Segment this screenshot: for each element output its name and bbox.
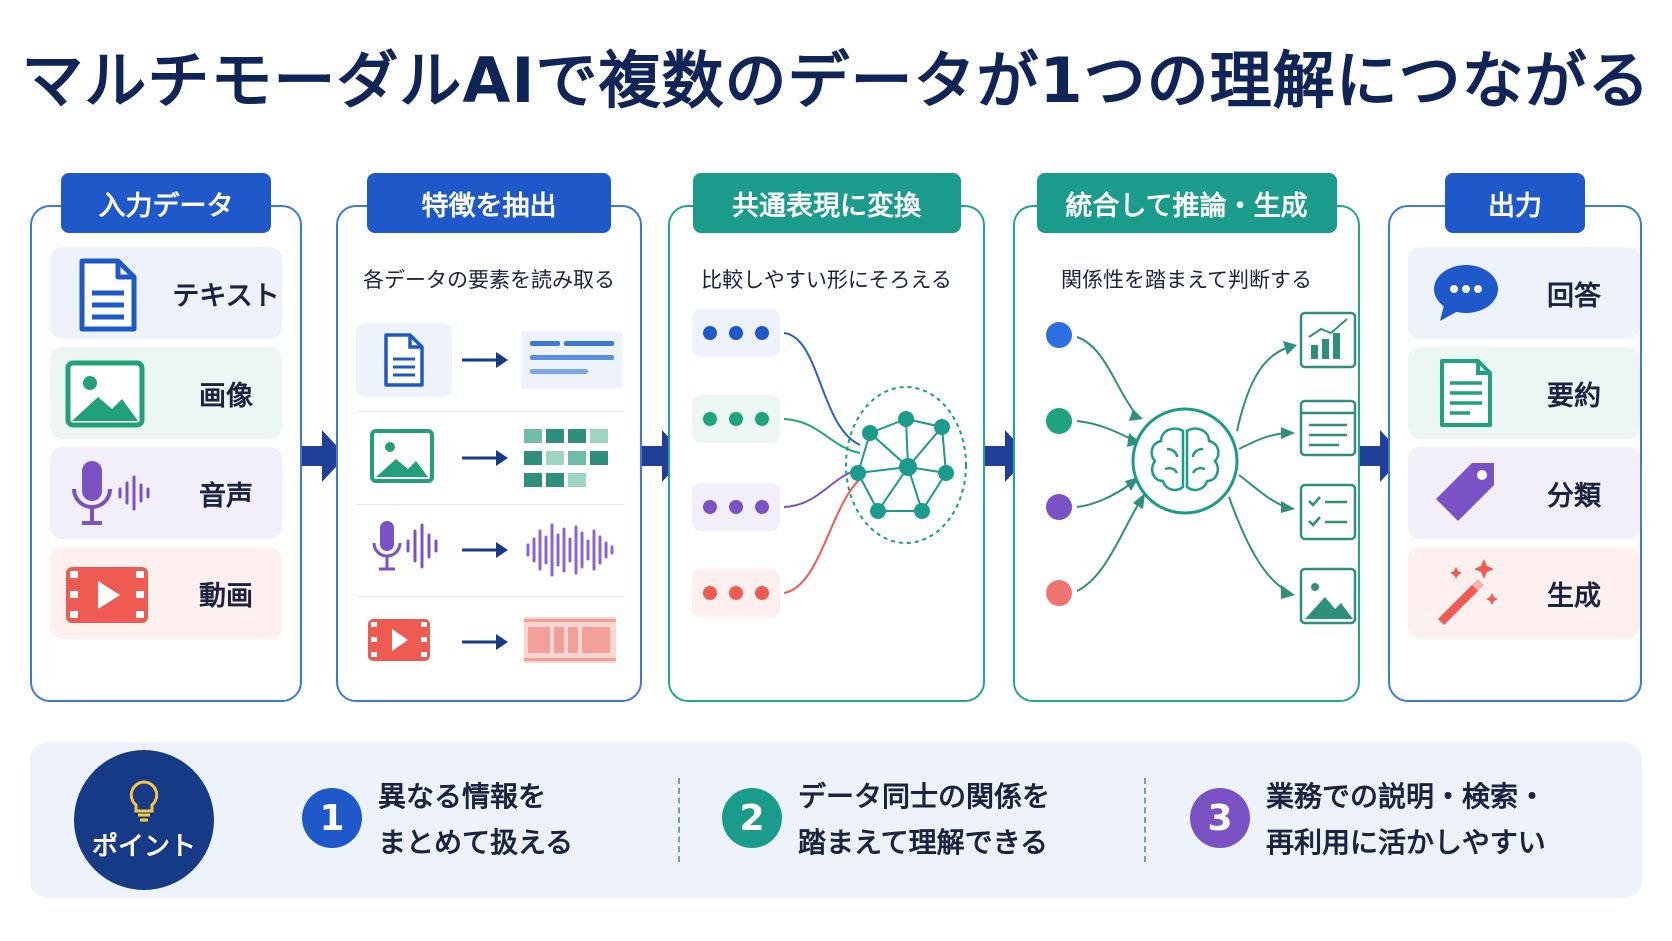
image-icon bbox=[65, 360, 145, 428]
output-card-generate: 生成 bbox=[1408, 547, 1640, 639]
video-icon bbox=[368, 619, 430, 661]
input-label-image: 画像 bbox=[199, 380, 253, 412]
point-number-3: 3 bbox=[1190, 788, 1250, 848]
points-badge-label: ポイント bbox=[91, 831, 196, 862]
input-label-audio: 音声 bbox=[199, 480, 253, 512]
input-card-image: 画像 bbox=[50, 347, 282, 439]
arrow-right-icon bbox=[462, 352, 508, 368]
point-line: データ同士の関係を bbox=[798, 780, 1051, 813]
point-line: まとめて扱える bbox=[378, 826, 574, 859]
extract-subtitle: 各データの要素を読み取る bbox=[363, 268, 615, 292]
output-card-answer: 回答 bbox=[1408, 247, 1640, 339]
point-number-1: 1 bbox=[302, 788, 362, 848]
point-line: 業務での説明・検索・ bbox=[1266, 780, 1547, 813]
extract-features-tab: 特徴を抽出 bbox=[367, 173, 611, 233]
input-card-video: 動画 bbox=[50, 547, 282, 639]
output-card-summary: 要約 bbox=[1408, 347, 1640, 439]
arrow-right-icon bbox=[462, 634, 508, 650]
integrate-reason-panel: 統合して推論・生成 関係性を踏まえて判断する bbox=[1013, 173, 1360, 702]
output-label-classify: 分類 bbox=[1547, 480, 1601, 512]
lightbulb-icon bbox=[129, 779, 159, 821]
output-label-generate: 生成 bbox=[1547, 580, 1601, 612]
common-representation-panel: 共通表現に変換 比較しやすい形にそろえる bbox=[668, 173, 985, 702]
microphone-icon bbox=[372, 521, 438, 571]
input-card-audio: 音声 bbox=[50, 447, 282, 539]
text-output-icon bbox=[1299, 399, 1357, 457]
point-number-2: 2 bbox=[722, 788, 782, 848]
microphone-icon bbox=[72, 461, 150, 525]
extract-row-video bbox=[356, 599, 624, 685]
text-features-icon bbox=[522, 331, 622, 389]
document-icon bbox=[79, 258, 137, 332]
point-text-1: 異なる情報を まとめて扱える bbox=[378, 774, 573, 866]
point-text-2: データ同士の関係を 踏まえて理解できる bbox=[798, 774, 1050, 866]
brain-icon bbox=[1150, 427, 1220, 492]
video-icon bbox=[66, 567, 148, 623]
output-label-summary: 要約 bbox=[1547, 380, 1601, 412]
extract-features-panel: 特徴を抽出 各データの要素を読み取る bbox=[336, 173, 642, 702]
chat-bubble-icon bbox=[1434, 265, 1498, 321]
output-card-classify: 分類 bbox=[1408, 447, 1640, 539]
reasoning-flow-diagram bbox=[1046, 311, 1357, 625]
points-badge: ポイント bbox=[74, 750, 214, 890]
input-label-video: 動画 bbox=[199, 580, 253, 612]
summary-document-icon bbox=[1440, 359, 1492, 427]
reason-subtitle: 関係性を踏まえて判断する bbox=[1061, 268, 1312, 292]
output-tab: 出力 bbox=[1445, 173, 1585, 233]
common-subtitle: 比較しやすい形にそろえる bbox=[701, 268, 952, 292]
output-label-answer: 回答 bbox=[1547, 280, 1601, 312]
input-label-text: テキスト bbox=[172, 280, 280, 312]
flow-arrow-icon bbox=[302, 430, 346, 482]
point-text-3: 業務での説明・検索・ 再利用に活かしやすい bbox=[1266, 774, 1546, 866]
embedding-network-diagram bbox=[692, 309, 967, 617]
integrate-reason-tab: 統合して推論・生成 bbox=[1036, 173, 1337, 233]
arrow-right-icon bbox=[462, 450, 508, 466]
extract-row-audio bbox=[356, 507, 624, 593]
extract-row-text bbox=[356, 317, 624, 403]
extract-row-image bbox=[356, 415, 624, 501]
magic-wand-icon bbox=[1438, 559, 1498, 625]
checklist-icon bbox=[1299, 483, 1357, 541]
input-card-text: テキスト bbox=[50, 247, 282, 339]
output-panel: 出力 回答 要約 分類 生成 bbox=[1388, 173, 1642, 702]
flow-arrow-icon bbox=[1360, 430, 1404, 482]
document-icon bbox=[384, 333, 424, 387]
image-features-icon bbox=[524, 429, 608, 487]
flow-arrow-icon bbox=[985, 430, 1029, 482]
common-representation-tab: 共通表現に変換 bbox=[692, 173, 961, 233]
key-points-bar: ポイント 1 異なる情報を まとめて扱える 2 データ同士の関係を 踏まえて理解… bbox=[30, 742, 1642, 898]
point-item-2: 2 データ同士の関係を 踏まえて理解できる bbox=[722, 772, 1102, 872]
input-data-panel: 入力データ テキスト 画像 音 bbox=[30, 173, 302, 702]
point-line: 再利用に活かしやすい bbox=[1266, 826, 1546, 859]
page-title: マルチモーダルAIで複数のデータが1つの理解につながる bbox=[21, 44, 1651, 117]
flow-arrow-icon bbox=[642, 430, 686, 482]
tag-icon bbox=[1436, 463, 1494, 521]
input-data-tab: 入力データ bbox=[61, 173, 271, 233]
arrow-right-icon bbox=[462, 542, 508, 558]
point-item-3: 3 業務での説明・検索・ 再利用に活かしやすい bbox=[1190, 772, 1610, 872]
image-icon bbox=[370, 429, 434, 483]
audio-waveform-icon bbox=[526, 523, 614, 577]
point-line: 踏まえて理解できる bbox=[798, 826, 1049, 859]
point-line: 異なる情報を bbox=[378, 780, 547, 813]
point-item-1: 1 異なる情報を まとめて扱える bbox=[302, 772, 642, 872]
points-divider bbox=[678, 778, 680, 862]
video-frames-icon bbox=[524, 617, 616, 663]
points-divider bbox=[1144, 778, 1146, 862]
